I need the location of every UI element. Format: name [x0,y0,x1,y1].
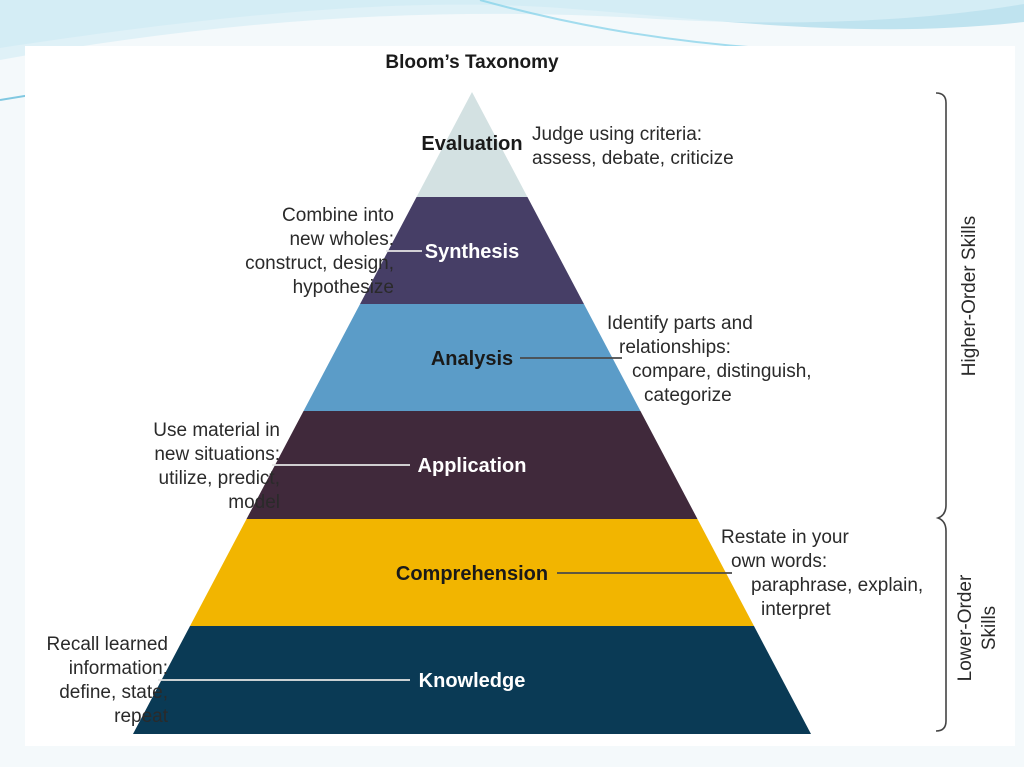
pyramid-band-evaluation [416,92,528,197]
level-label-application: Application [418,455,527,477]
level-descriptions: Judge using criteria: assess, debate, cri… [47,124,924,727]
desc-line: compare, distinguish, [632,361,812,382]
higher-order-label: Higher-Order Skills [959,216,980,376]
desc-line: define, state, [59,682,168,703]
level-labels: EvaluationSynthesisAnalysisApplicationCo… [396,133,548,692]
desc-line: Use material in [153,420,280,441]
desc-line: Recall learned [47,634,168,655]
desc-line: new situations: [154,444,280,465]
desc-line: repeat [114,706,169,727]
desc-line: Restate in your [721,527,849,548]
desc-line: information: [69,658,168,679]
level-desc-evaluation: Judge using criteria: assess, debate, cri… [532,124,734,169]
pyramid-band-application [246,411,698,519]
pyramid [133,92,811,734]
desc-line: construct, design, [245,253,394,274]
level-label-analysis: Analysis [431,348,513,370]
desc-line: Identify parts and [607,313,753,334]
level-label-comprehension: Comprehension [396,563,548,585]
lower-order-label-line1: Lower-Order [955,574,976,681]
higher-order-bracket [935,92,947,732]
desc-line: new wholes: [289,229,394,250]
level-desc-synthesis: Combine into new wholes: construct, design… [245,205,394,298]
level-label-evaluation: Evaluation [421,133,522,155]
pyramid-band-synthesis [360,197,584,304]
desc-line: categorize [644,385,732,406]
level-desc-analysis: Identify parts and relationships: compare,… [607,313,812,406]
diagram-title: Bloom’s Taxonomy [385,52,559,73]
pyramid-band-analysis [303,304,641,411]
desc-line: interpret [761,599,831,620]
desc-line: hypothesize [293,277,394,298]
level-label-knowledge: Knowledge [419,670,526,692]
desc-line: Combine into [282,205,394,226]
level-desc-knowledge: Recall learned information: define, state,… [47,634,169,727]
level-label-synthesis: Synthesis [425,241,519,263]
connectors [158,250,732,681]
pyramid-band-knowledge [133,626,811,734]
desc-line: Judge using criteria: [532,124,702,145]
desc-line: relationships: [619,337,731,358]
level-desc-application: Use material in new situations: utilize, p… [153,420,280,513]
desc-line: assess, debate, criticize [532,148,734,169]
level-desc-comprehension: Restate in your own words: paraphrase, exp… [721,527,923,620]
lower-order-label-line2: Skills [979,606,1000,650]
desc-line: own words: [731,551,827,572]
pyramid-band-comprehension [190,519,754,626]
desc-line: paraphrase, explain, [751,575,923,596]
desc-line: utilize, predict, [159,468,280,489]
desc-line: model [228,492,280,513]
